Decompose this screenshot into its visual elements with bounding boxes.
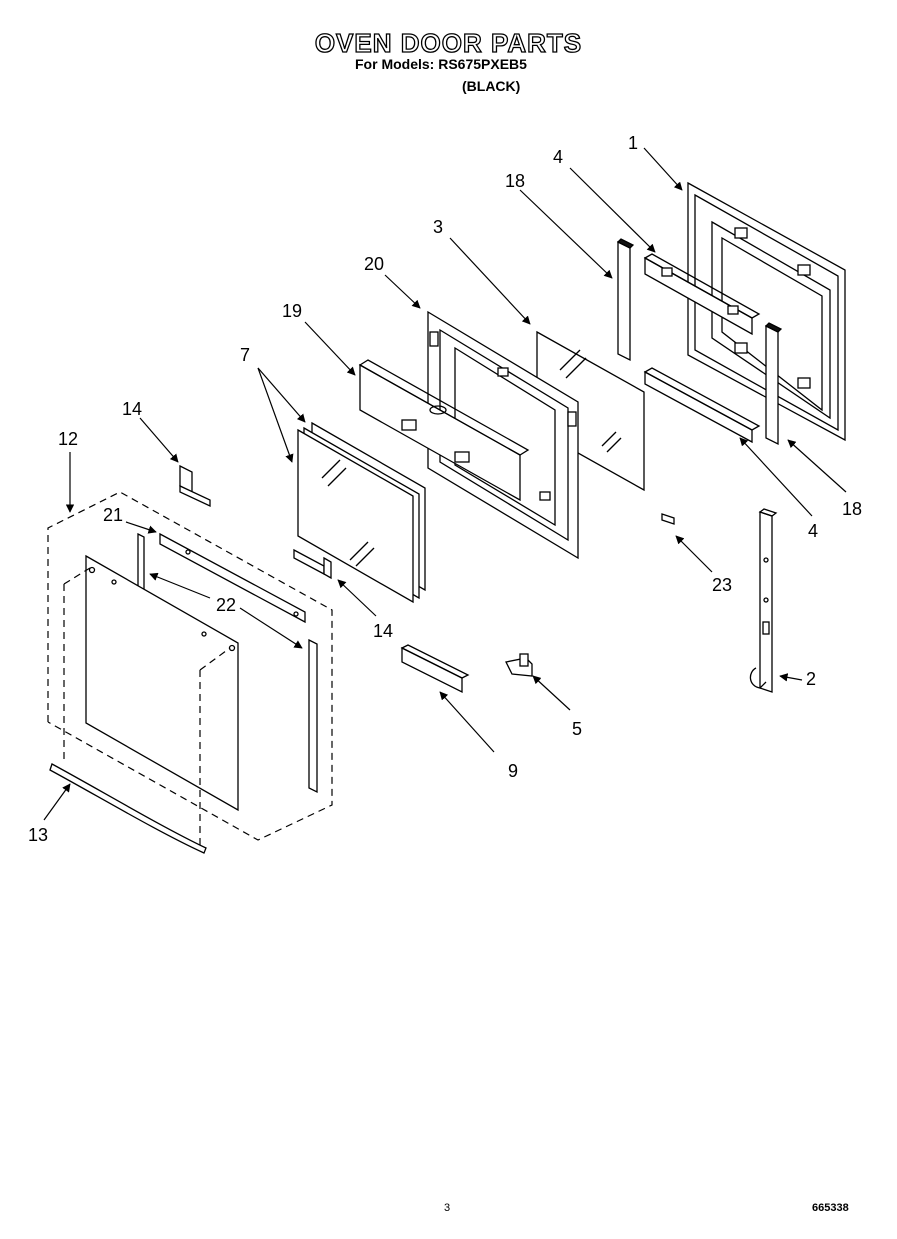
part-14-clip-lower — [293, 548, 332, 580]
callout-18-right: 18 — [842, 499, 863, 519]
part-18-side-channel-left — [616, 238, 635, 362]
part-21-top-trim — [159, 532, 306, 624]
callout-12: 12 — [58, 429, 79, 449]
callout-19: 19 — [282, 301, 303, 321]
page-title: OVEN DOOR PARTS — [314, 27, 583, 58]
callout-7: 7 — [240, 345, 251, 365]
part-12-outer-glass-panel — [63, 554, 239, 845]
part-14-clip-upper — [179, 464, 211, 508]
part-12-door-assembly-outline — [47, 491, 333, 841]
callout-4-upper: 4 — [553, 147, 564, 167]
document-number: 665338 — [812, 1202, 849, 1214]
callout-23: 23 — [712, 575, 733, 595]
part-19-heat-shield — [358, 359, 530, 502]
callout-4-lower: 4 — [808, 521, 819, 541]
part-4-bracket-upper — [643, 253, 761, 336]
callout-18-left: 18 — [505, 171, 526, 191]
part-13-door-handle — [49, 763, 207, 854]
part-22-side-trim-right — [308, 638, 318, 794]
callout-1: 1 — [628, 133, 639, 153]
part-4-bracket-lower — [643, 367, 761, 444]
callout-3: 3 — [433, 217, 444, 237]
callout-13: 13 — [28, 825, 49, 845]
color-note: (BLACK) — [462, 78, 521, 94]
callout-2: 2 — [806, 669, 817, 689]
callout-21: 21 — [103, 505, 124, 525]
callout-5: 5 — [572, 719, 583, 739]
callout-22: 22 — [216, 595, 237, 615]
part-18-side-channel-right — [764, 322, 783, 446]
page-number: 3 — [444, 1202, 451, 1214]
callout-14-upper: 14 — [122, 399, 143, 419]
part-7-glass-pack — [297, 421, 426, 604]
callout-leaders — [43, 147, 847, 821]
part-2-door-hinge — [749, 508, 778, 693]
callout-14-lower: 14 — [373, 621, 394, 641]
part-5-hinge-receptacle — [505, 653, 533, 677]
callout-9: 9 — [508, 761, 519, 781]
model-number: For Models: RS675PXEB5 — [355, 56, 527, 72]
part-23-small-spacer — [661, 513, 675, 525]
callout-20: 20 — [364, 254, 385, 274]
part-9-vent-strip — [400, 644, 470, 694]
